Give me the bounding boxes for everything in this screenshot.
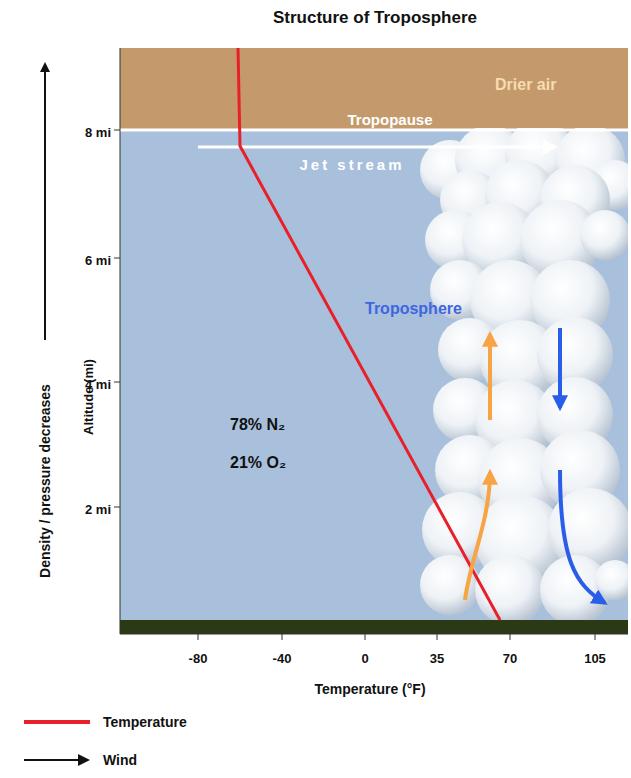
axis-tick-label: 105	[584, 651, 606, 666]
storm-cloud	[420, 128, 628, 620]
axis-tick-label: 35	[430, 651, 444, 666]
downdraft-arrow	[558, 328, 562, 408]
jet-stream-arrow	[198, 146, 555, 149]
troposphere-region: Troposphere	[120, 130, 628, 620]
legend-text: Wind	[103, 752, 137, 768]
axis-tick-label: 2 mi	[85, 502, 111, 517]
upper-band	[120, 48, 628, 130]
boundary-label: Tropopause	[347, 111, 432, 128]
legend-entry: Wind	[20, 750, 137, 770]
axis-tick-label: 8 mi	[85, 125, 111, 140]
tropopause-line	[120, 129, 628, 132]
composition-label: 21% O₂	[230, 454, 286, 472]
temperature-line	[238, 48, 500, 620]
legend-entry: Temperature	[20, 712, 187, 732]
axis-tick-label: -40	[273, 651, 292, 666]
axis-title: Temperature (°F)	[314, 681, 425, 697]
axis-title: Altitude (mi)	[81, 359, 96, 435]
axis-tick-label: 0	[361, 651, 368, 666]
density-arrow	[44, 64, 46, 340]
downdraft-arrow	[560, 470, 605, 603]
axis-tick-label: 70	[503, 651, 517, 666]
axis-tick-label: -80	[189, 651, 208, 666]
y-axis	[120, 48, 121, 634]
legend-arrow-sample	[20, 750, 95, 770]
x-axis	[120, 634, 628, 635]
diagram-title: Structure of Troposphere	[273, 8, 477, 28]
legend-line-sample	[20, 712, 95, 732]
updraft-arrow	[488, 334, 492, 420]
updraft-arrow	[465, 472, 490, 600]
axis-note: Density / pressure decreases	[37, 384, 53, 578]
region-label: Drier air	[495, 76, 556, 94]
axis-tick-label: 6 mi	[85, 253, 111, 268]
composition-label: 78% N₂	[230, 416, 285, 434]
jet-stream-label: Jet stream	[299, 156, 404, 173]
axis-ticks	[114, 130, 595, 640]
region-label: Troposphere	[365, 300, 462, 318]
ground-strip	[120, 620, 628, 634]
legend-text: Temperature	[103, 714, 187, 730]
